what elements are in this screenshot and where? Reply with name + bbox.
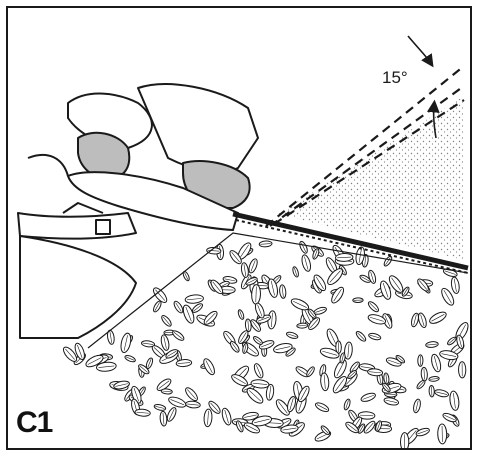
hedge-top-dotted: [278, 96, 464, 260]
figure-label: C1: [16, 406, 52, 440]
instruction-figure: 15° C1: [6, 6, 472, 450]
angle-label: 15°: [382, 68, 408, 88]
hedge-bush-icon: [61, 233, 470, 448]
